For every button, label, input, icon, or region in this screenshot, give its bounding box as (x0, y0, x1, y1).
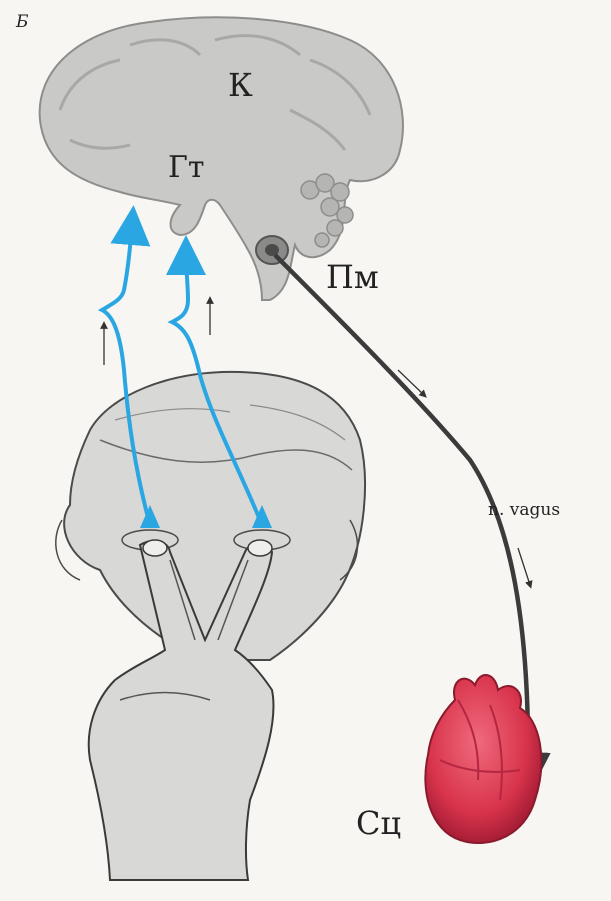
medulla-label: Пм (326, 258, 379, 296)
medulla-nucleus (256, 236, 288, 264)
vagus-nerve-label: n. vagus (488, 500, 560, 520)
heart-icon (425, 675, 541, 843)
head-icon (56, 372, 365, 660)
hypothalamus-label: Гт (168, 150, 204, 185)
cortex-label: К (228, 66, 253, 104)
heart-label: Сц (356, 804, 401, 842)
panel-letter: Б (16, 12, 29, 32)
direction-arrow-icon (518, 548, 530, 585)
